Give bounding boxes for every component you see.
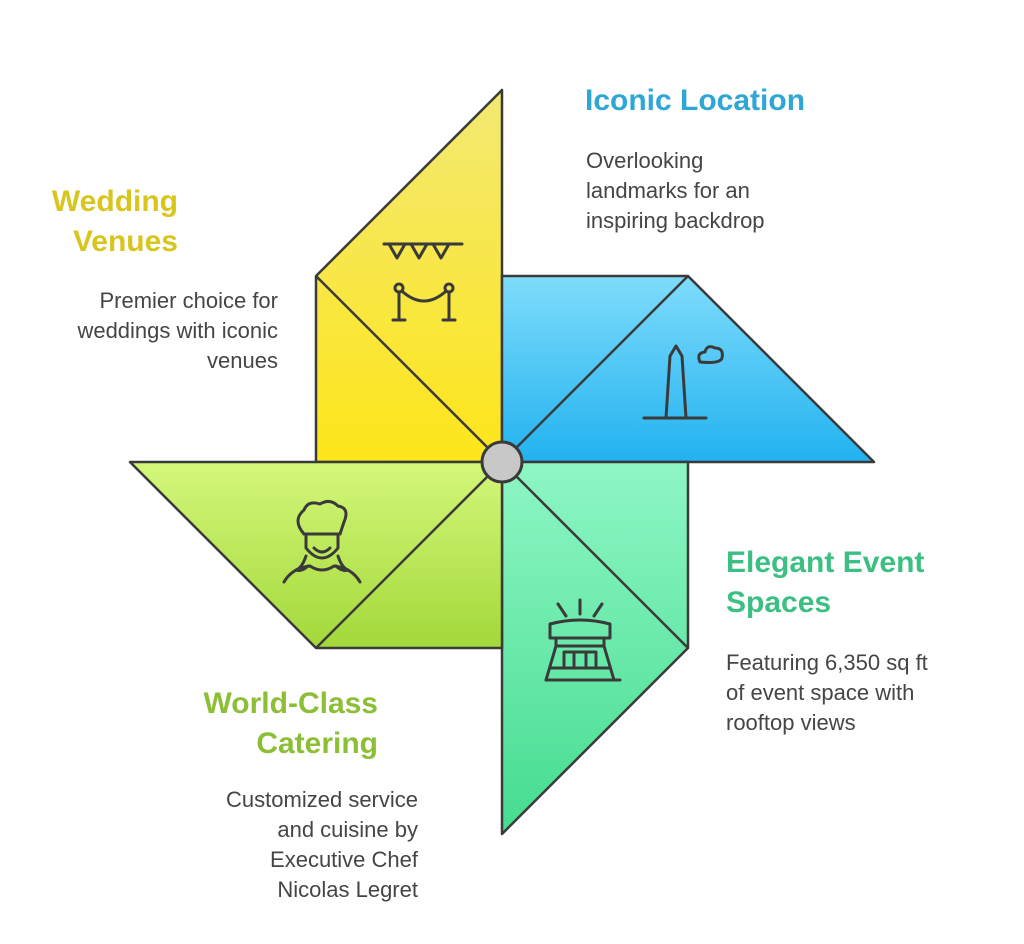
iconic-location-desc-line: Overlooking <box>586 148 704 173</box>
stage-icon <box>544 598 622 682</box>
world-class-catering-desc-line: Executive Chef <box>270 847 418 872</box>
elegant-event-spaces-title-line: Elegant Event <box>726 546 925 579</box>
elegant-event-spaces-title: Elegant Event Spaces <box>726 543 924 623</box>
wedding-venues-desc-line: weddings with iconic <box>77 318 278 343</box>
iconic-location-blade <box>500 274 876 464</box>
iconic-location-title-line: Iconic Location <box>585 84 806 117</box>
world-class-catering-description: Customized service and cuisine by Execut… <box>0 785 418 905</box>
wedding-venues-desc-line: venues <box>207 348 278 373</box>
bunting-and-rope-barrier-icon <box>382 242 464 322</box>
world-class-catering-title: World-Class Catering <box>0 684 378 764</box>
wedding-venues-title-line: Wedding <box>51 185 178 218</box>
world-class-catering-title-line: World-Class <box>203 687 378 720</box>
iconic-location-desc-line: inspiring backdrop <box>586 208 765 233</box>
elegant-event-spaces-desc-line: Featuring 6,350 sq ft <box>726 650 928 675</box>
pinwheel-hub <box>480 440 524 484</box>
world-class-catering-desc-line: Nicolas Legret <box>277 877 418 902</box>
elegant-event-spaces-desc-line: of event space with <box>726 680 915 705</box>
monument-icon <box>642 344 724 420</box>
elegant-event-spaces-title-line: Spaces <box>726 586 832 619</box>
wedding-venues-description: Premier choice for weddings with iconic … <box>0 286 278 376</box>
elegant-event-spaces-description: Featuring 6,350 sq ft of event space wit… <box>726 648 928 738</box>
elegant-event-spaces-blade <box>500 460 690 836</box>
iconic-location-desc-line: landmarks for an <box>586 178 750 203</box>
wedding-venues-blade <box>314 88 504 464</box>
elegant-event-spaces-desc-line: rooftop views <box>726 710 856 735</box>
world-class-catering-title-line: Catering <box>256 727 378 760</box>
iconic-location-title: Iconic Location <box>585 81 805 121</box>
wedding-venues-desc-line: Premier choice for <box>99 288 278 313</box>
world-class-catering-desc-line: Customized service <box>226 787 418 812</box>
world-class-catering-desc-line: and cuisine by <box>277 817 418 842</box>
iconic-location-description: Overlooking landmarks for an inspiring b… <box>586 146 765 236</box>
wedding-venues-title: Wedding Venues <box>0 182 178 262</box>
chef-icon <box>282 499 362 584</box>
wedding-venues-title-line: Venues <box>72 225 178 258</box>
